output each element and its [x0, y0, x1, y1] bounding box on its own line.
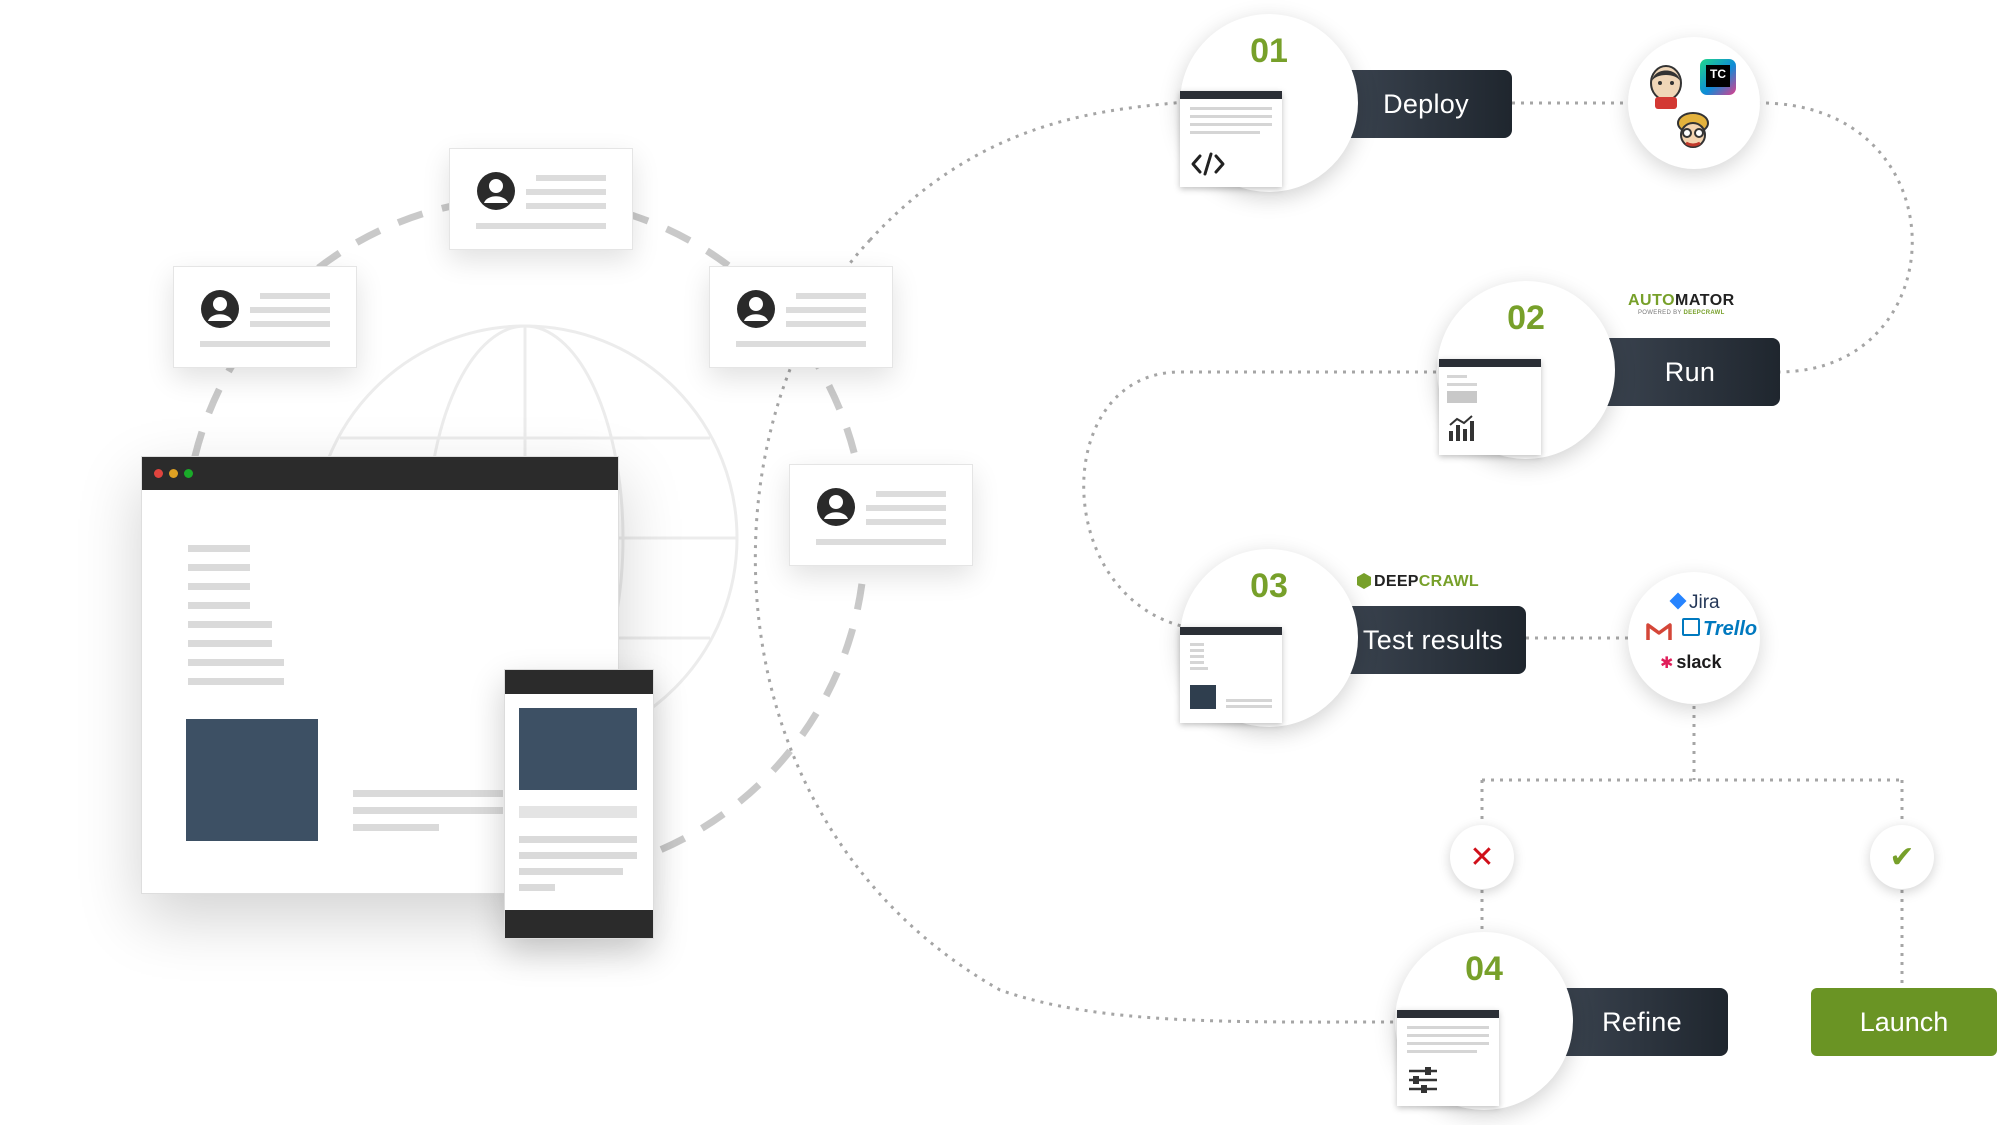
bar-chart-icon [1449, 415, 1474, 441]
collab-tools-circle: Jira Trello ✱slack [1628, 572, 1760, 704]
slack-logo: ✱slack [1660, 652, 1722, 672]
fail-decision-circle: ✕ [1450, 825, 1514, 889]
automator-logo: AUTOMATOR POWERED BY DEEPCRAWL [1628, 292, 1735, 316]
slack-icon: ✱ [1660, 655, 1674, 672]
user-card-right [709, 266, 893, 368]
pass-decision-circle: ✔ [1870, 825, 1934, 889]
code-icon [1191, 152, 1225, 176]
user-avatar-icon [737, 290, 775, 328]
trello-logo: Trello [1682, 618, 1757, 641]
jenkins-icon [1650, 65, 1682, 109]
user-avatar-icon [477, 172, 515, 210]
sliders-icon [1409, 1067, 1437, 1093]
mobile-image-block [519, 708, 637, 790]
user-card-left [173, 266, 357, 368]
user-avatar-icon [201, 290, 239, 328]
step-04-circle: 04 [1395, 932, 1573, 1110]
step-number: 01 [1250, 32, 1288, 70]
maximize-dot [184, 469, 193, 478]
deploy-label-pill: Deploy [1340, 70, 1512, 138]
step-01-circle: 01 [1180, 14, 1358, 192]
step-03-circle: 03 [1180, 549, 1358, 727]
browser-title-bar [142, 457, 618, 490]
jira-icon [1669, 592, 1687, 610]
ci-tools-circle: TC [1628, 37, 1760, 169]
mini-window [1397, 1010, 1499, 1106]
user-card-lower-right [789, 464, 973, 566]
arc-connector-lower [753, 238, 1396, 1024]
cross-icon: ✕ [1469, 840, 1495, 874]
teamcity-icon: TC [1700, 59, 1736, 95]
close-dot [154, 469, 163, 478]
test-results-label-pill: Test results [1340, 606, 1526, 674]
mini-window [1439, 359, 1541, 455]
image-block [186, 719, 318, 841]
user-card-top [449, 148, 633, 250]
gmail-icon [1646, 623, 1672, 640]
minimize-dot [169, 469, 178, 478]
check-icon: ✔ [1889, 840, 1915, 874]
launch-label-pill: Launch [1811, 988, 1997, 1056]
mobile-device [504, 669, 654, 939]
mini-window [1180, 627, 1282, 723]
text-lines [188, 545, 284, 685]
mini-window [1180, 91, 1282, 187]
deepcrawl-hex-icon [1357, 573, 1371, 589]
deepcrawl-logo: DEEPCRAWL [1357, 573, 1479, 591]
step-number: 04 [1465, 950, 1503, 988]
travis-ci-icon [1677, 112, 1709, 148]
trello-icon [1682, 618, 1700, 636]
run-label-pill: Run [1600, 338, 1780, 406]
user-avatar-icon [817, 488, 855, 526]
step-number: 03 [1250, 567, 1288, 605]
arc-connector [868, 100, 1186, 242]
step-number: 02 [1507, 299, 1545, 337]
refine-label-pill: Refine [1556, 988, 1728, 1056]
jira-logo: Jira [1669, 592, 1720, 614]
step-02-circle: 02 [1437, 281, 1615, 459]
